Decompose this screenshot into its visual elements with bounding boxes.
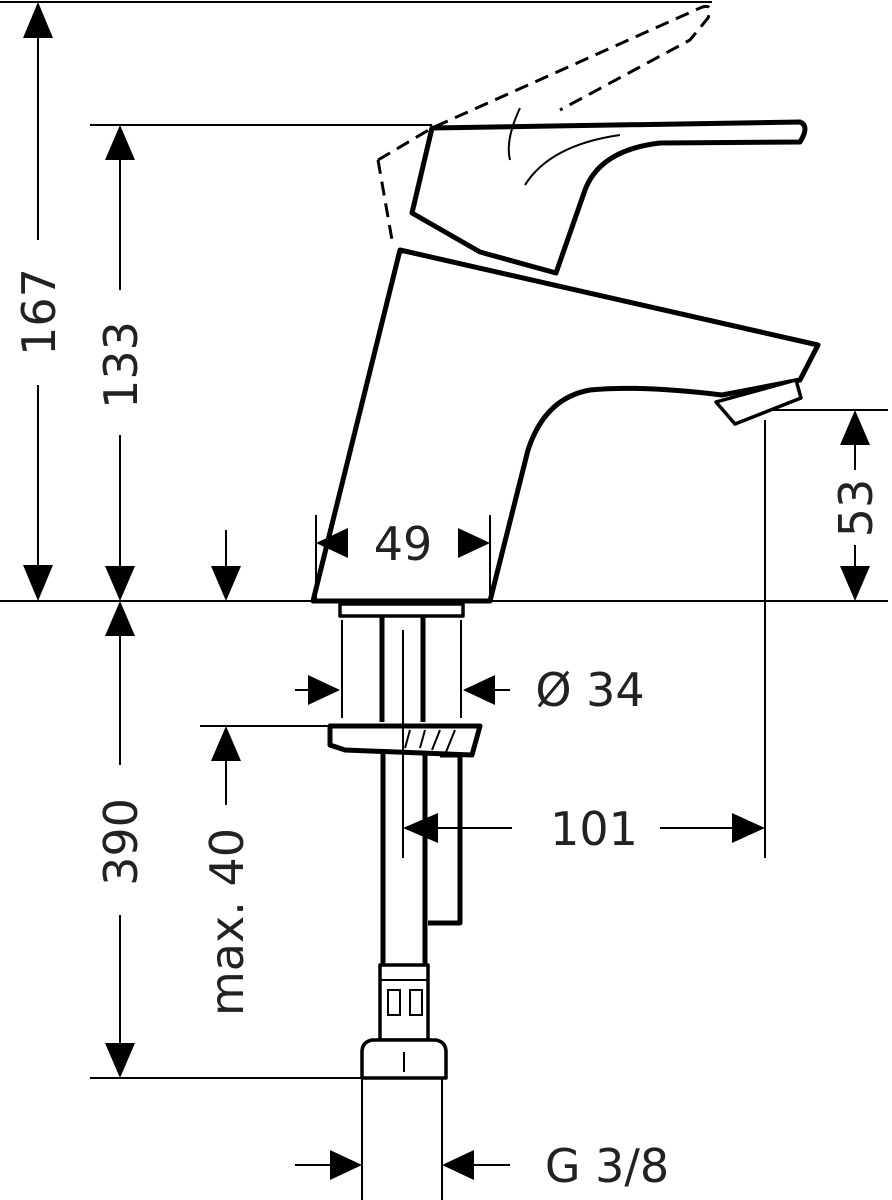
dimension-label: Ø 34 — [535, 663, 644, 717]
dimension-g-3-8: G 3/8 — [295, 1139, 669, 1193]
dimension-53: 53 — [829, 410, 883, 601]
dimension-label: 167 — [12, 268, 66, 356]
bracket — [428, 752, 463, 926]
dimension-label: 49 — [374, 517, 433, 571]
aerator — [714, 378, 803, 426]
dimension-101: 101 — [403, 802, 765, 856]
dimension-max-40: max. 40 — [200, 530, 254, 1016]
dimension-390: 390 — [94, 601, 148, 1078]
faucet-body — [310, 247, 821, 604]
dimension-label: 390 — [94, 798, 148, 886]
dimension-133: 133 — [94, 125, 148, 601]
dimension-label: G 3/8 — [545, 1139, 669, 1193]
dimension-label: 53 — [829, 479, 883, 538]
mounting-nut — [327, 723, 483, 758]
dimension-diameter-34: Ø 34 — [295, 663, 645, 717]
faucet — [310, 4, 821, 1080]
dimension-label: 133 — [94, 321, 148, 409]
dimension-label: max. 40 — [200, 828, 254, 1016]
dashed-open-lever — [377, 4, 712, 162]
base-plate — [338, 602, 465, 618]
dimension-167: 167 — [12, 2, 66, 601]
lever-handle — [409, 119, 808, 276]
dimension-label: 101 — [550, 802, 638, 856]
dimension-49: 49 — [316, 517, 490, 571]
